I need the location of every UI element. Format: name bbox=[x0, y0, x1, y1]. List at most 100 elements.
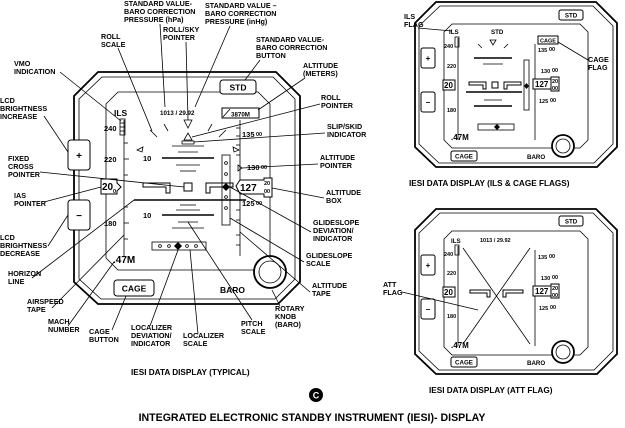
att-cage-button[interactable] bbox=[450, 356, 478, 368]
svg-text:00: 00 bbox=[552, 68, 558, 74]
svg-text:220: 220 bbox=[447, 271, 456, 277]
svg-text:00: 00 bbox=[552, 86, 558, 92]
svg-text:00: 00 bbox=[550, 305, 556, 311]
svg-text:20: 20 bbox=[552, 286, 558, 292]
svg-text:180: 180 bbox=[447, 108, 456, 114]
svg-text:.47M: .47M bbox=[451, 133, 469, 142]
att-minus-button[interactable] bbox=[420, 298, 436, 320]
altitude-tick: 125 bbox=[242, 199, 255, 208]
ias-value-small: 0 bbox=[113, 189, 116, 195]
ils-flag-text: ILS bbox=[114, 108, 128, 118]
ils-rotary-knob[interactable] bbox=[551, 134, 575, 158]
svg-text:BARO: BARO bbox=[527, 360, 545, 367]
altitude-tick-suffix: 00 bbox=[256, 201, 262, 207]
rotary-knob-inner bbox=[258, 260, 282, 284]
glideslope-scale bbox=[221, 154, 231, 226]
ils-minus-button[interactable] bbox=[420, 91, 436, 113]
svg-text:.47M: .47M bbox=[451, 341, 469, 350]
minus-icon: − bbox=[76, 211, 82, 222]
svg-text:ILS: ILS bbox=[451, 238, 461, 245]
altitude-pointer-icon bbox=[237, 164, 243, 172]
callout-altitude-meters: ALTITUDE(METERS) bbox=[303, 61, 338, 78]
att-rotary-knob[interactable] bbox=[551, 340, 575, 364]
caption-att: IESI DATA DISPLAY (ATT FLAG) bbox=[429, 386, 553, 395]
mach-number: .47M bbox=[113, 255, 135, 266]
airspeed-tick: 220 bbox=[104, 155, 117, 164]
std-button-label: STD bbox=[230, 83, 247, 93]
svg-text:130: 130 bbox=[541, 276, 550, 282]
localizer-scale bbox=[151, 241, 207, 251]
airspeed-tick: 180 bbox=[104, 219, 117, 228]
ias-value: 20 bbox=[102, 182, 114, 193]
plus-icon: + bbox=[76, 151, 82, 162]
svg-text:125: 125 bbox=[539, 306, 548, 312]
minus-icon: − bbox=[426, 98, 431, 107]
altitude-box: 127 20 00 bbox=[235, 177, 273, 198]
ils-cage-button[interactable] bbox=[450, 150, 478, 162]
ils-std-button[interactable] bbox=[558, 9, 584, 21]
std-button[interactable] bbox=[219, 79, 257, 95]
att-flag-x-line bbox=[462, 247, 531, 345]
airspeed-tick: 240 bbox=[104, 124, 117, 133]
svg-text:135: 135 bbox=[538, 48, 547, 54]
altitude-hundreds: 20 bbox=[264, 181, 270, 187]
caption-ils-cage: IESI DATA DISPLAY (ILS & CAGE FLAGS) bbox=[409, 179, 570, 188]
svg-text:240: 240 bbox=[444, 44, 453, 50]
att-std-button[interactable] bbox=[558, 215, 584, 227]
slip-skid-indicator bbox=[181, 140, 195, 145]
svg-text:20: 20 bbox=[444, 81, 453, 90]
altitude-tick-suffix: 00 bbox=[256, 132, 262, 138]
ils-std-label: STD bbox=[565, 13, 578, 20]
figure-marker-icon bbox=[309, 388, 323, 402]
svg-text:125: 125 bbox=[539, 99, 548, 105]
svg-text:20: 20 bbox=[552, 79, 558, 85]
altitude-meters-box bbox=[221, 107, 260, 119]
altitude-meters-value: 3870M bbox=[231, 112, 250, 119]
cage-button[interactable] bbox=[113, 279, 155, 297]
svg-text:1013 / 29.92: 1013 / 29.92 bbox=[480, 238, 511, 244]
minus-icon: − bbox=[426, 305, 431, 314]
ils-std-small: STD bbox=[491, 29, 504, 36]
plus-icon: + bbox=[426, 54, 431, 63]
svg-text:00: 00 bbox=[552, 293, 558, 299]
svg-text:BARO: BARO bbox=[527, 154, 545, 161]
baro-setting: 1013 / 29.92 bbox=[160, 110, 195, 117]
cage-button-label: CAGE bbox=[122, 284, 147, 294]
figure-marker-letter: C bbox=[313, 391, 320, 401]
svg-text:180: 180 bbox=[447, 314, 456, 320]
main-instrument: STD + − ILS 1013 / 29.92 3870M 240 220 1… bbox=[67, 71, 301, 305]
svg-text:240: 240 bbox=[444, 252, 453, 258]
svg-text:00: 00 bbox=[552, 275, 558, 281]
altitude-tick: 135 bbox=[242, 130, 255, 139]
lcd-brightness-increase-button[interactable] bbox=[67, 139, 91, 171]
ils-plus-button[interactable] bbox=[420, 47, 436, 69]
cage-flag-box bbox=[537, 35, 559, 45]
altitude-meters-hatch bbox=[222, 108, 231, 118]
att-plus-button[interactable] bbox=[420, 254, 436, 276]
svg-text:00: 00 bbox=[549, 47, 555, 53]
caption-typical: IESI DATA DISPLAY (TYPICAL) bbox=[131, 368, 250, 377]
